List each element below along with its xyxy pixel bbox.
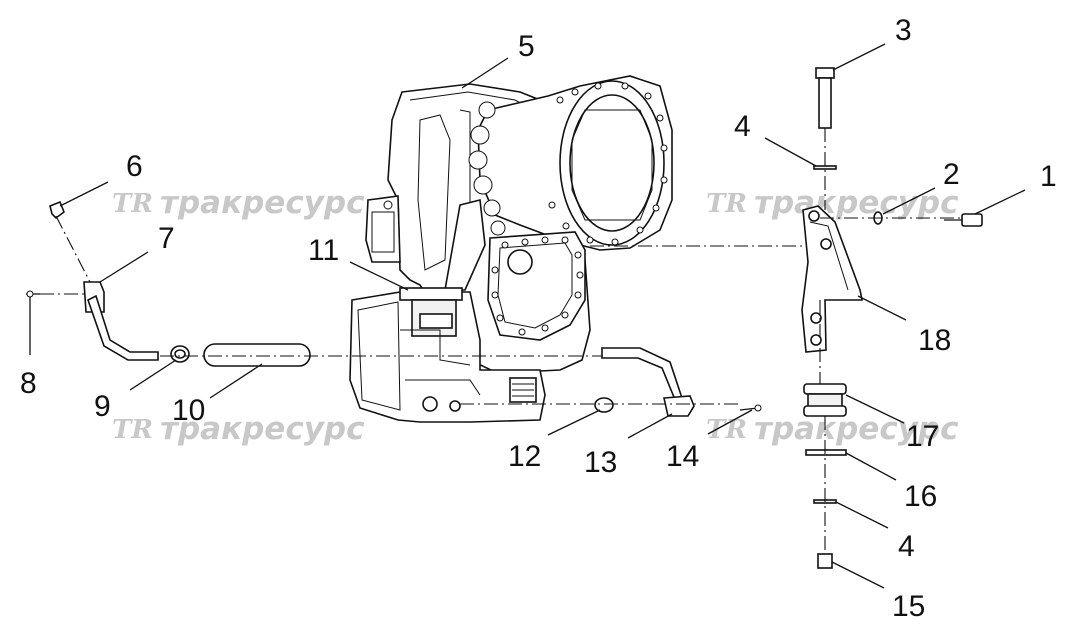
- watermark-logo: TR: [706, 189, 747, 219]
- watermark-4: TR тракресурс: [706, 411, 959, 447]
- callout-6: 6: [126, 150, 143, 183]
- bolt-3: [815, 67, 835, 129]
- callout-15: 15: [892, 590, 925, 623]
- callout-4-upper: 4: [734, 110, 751, 143]
- callout-5: 5: [518, 30, 535, 63]
- callout-11: 11: [308, 234, 339, 267]
- center-lines: [40, 128, 962, 554]
- callout-labels: 1 2 3 4 5 6 7 8 9 10 11 12 13 14 15 16 1…: [20, 14, 1057, 623]
- watermark-2: TR тракресурс: [706, 185, 959, 221]
- callout-7: 7: [158, 222, 175, 255]
- callout-1: 1: [1040, 160, 1057, 193]
- watermark: TR тракресурс TR тракресурс TR тракресур…: [112, 185, 959, 447]
- callout-9: 9: [94, 390, 111, 423]
- lower-case-oil-pan: [349, 287, 546, 423]
- hose-10: [203, 343, 311, 367]
- screw-14: [739, 404, 762, 412]
- mount-bracket: [801, 205, 863, 353]
- watermark-1: TR тракресурс: [112, 185, 365, 221]
- watermark-text: тракресурс: [160, 185, 365, 221]
- callout-8: 8: [20, 367, 37, 400]
- callout-10: 10: [172, 394, 205, 427]
- washer-4-upper: [813, 165, 837, 170]
- plate-16: [805, 449, 847, 456]
- watermark-text: тракресурс: [160, 411, 365, 447]
- callout-2: 2: [943, 158, 960, 191]
- callout-12: 12: [508, 440, 541, 473]
- callout-18: 18: [918, 324, 951, 357]
- watermark-logo: TR: [706, 415, 747, 445]
- bell-flange-bolts: [548, 82, 668, 246]
- fitting-13: [663, 395, 695, 417]
- nut-15: [817, 553, 833, 569]
- callout-17: 17: [906, 420, 939, 453]
- callout-16: 16: [904, 480, 937, 513]
- callout-4-lower: 4: [898, 530, 915, 563]
- gear-cover-bolts: [491, 236, 584, 336]
- callout-3: 3: [895, 14, 912, 47]
- gasket-12: [594, 397, 614, 413]
- bolt-1: [944, 213, 983, 227]
- watermark-logo: TR: [112, 415, 153, 445]
- rubber-mount-17: [803, 383, 847, 417]
- leader-lines: [29, 43, 1026, 589]
- callout-14: 14: [666, 440, 699, 473]
- tube-right: [601, 347, 683, 404]
- tube-left: [87, 294, 159, 361]
- watermark-3: TR тракресурс: [112, 411, 365, 447]
- watermark-logo: TR: [112, 189, 153, 219]
- watermark-text: тракресурс: [754, 185, 959, 221]
- clamp-9: [170, 345, 190, 363]
- watermark-text: тракресурс: [754, 411, 959, 447]
- gear-ring: [468, 101, 506, 236]
- callout-13: 13: [584, 446, 617, 479]
